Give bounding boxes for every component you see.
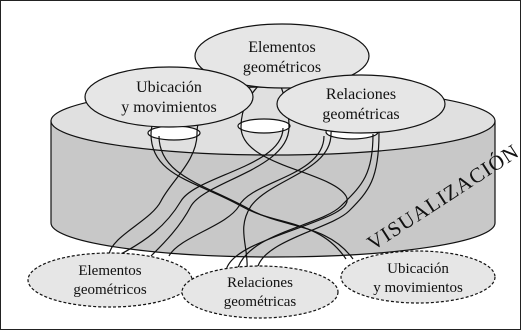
strand — [243, 133, 332, 272]
top-node-ubicacion-line1: Ubicación — [136, 79, 202, 96]
bottom-node-ubicacion: Ubicación y movimientos — [340, 250, 496, 304]
top-node-relaciones-line2: geométricas — [322, 106, 399, 123]
cylinder-body — [50, 120, 496, 258]
top-node-elementos-line1: Elementos — [248, 39, 316, 56]
strand — [168, 135, 325, 257]
bottom-node-elementos-shape — [27, 252, 193, 308]
bottom-node-ubicacion-shape — [340, 250, 496, 304]
top-node-elementos-shape — [194, 23, 370, 89]
top-node-relaciones-shape — [276, 74, 446, 134]
top-node-ubicacion: Ubicación y movimientos — [84, 66, 254, 128]
bottom-node-relaciones-line2: geométricas — [224, 294, 297, 310]
hole-left — [147, 125, 201, 141]
top-node-relaciones: Relaciones geométricas — [276, 74, 446, 134]
strand — [150, 133, 347, 260]
hole-center — [237, 118, 291, 134]
bottom-nodes: Elementos geométricos Relaciones geométr… — [27, 250, 496, 319]
strand — [108, 133, 198, 256]
top-node-ubicacion-line2: y movimientos — [121, 99, 217, 116]
strand — [118, 127, 284, 256]
top-nodes: Elementos geométricos Ubicación y movimi… — [84, 23, 446, 134]
bottom-node-ubicacion-line2: y movimientos — [373, 280, 463, 296]
top-node-elementos: Elementos geométricos — [194, 23, 370, 89]
strand — [150, 126, 290, 257]
bottom-node-relaciones-line1: Relaciones — [227, 275, 293, 291]
strand — [236, 133, 374, 272]
top-node-elementos-line2: geométricos — [243, 59, 321, 76]
bottom-node-ubicacion-line1: Ubicación — [387, 261, 449, 277]
bottom-node-relaciones: Relaciones geométricas — [181, 265, 339, 319]
bottom-node-elementos: Elementos geométricos — [27, 252, 193, 308]
top-node-ubicacion-shape — [84, 66, 254, 128]
bottom-node-elementos-line1: Elementos — [78, 263, 141, 279]
top-node-relaciones-line1: Relaciones — [326, 86, 396, 103]
bottom-node-relaciones-shape — [181, 265, 339, 319]
bottom-node-elementos-line2: geométricos — [73, 282, 146, 298]
strand — [256, 132, 380, 272]
braided-strands — [108, 80, 380, 272]
